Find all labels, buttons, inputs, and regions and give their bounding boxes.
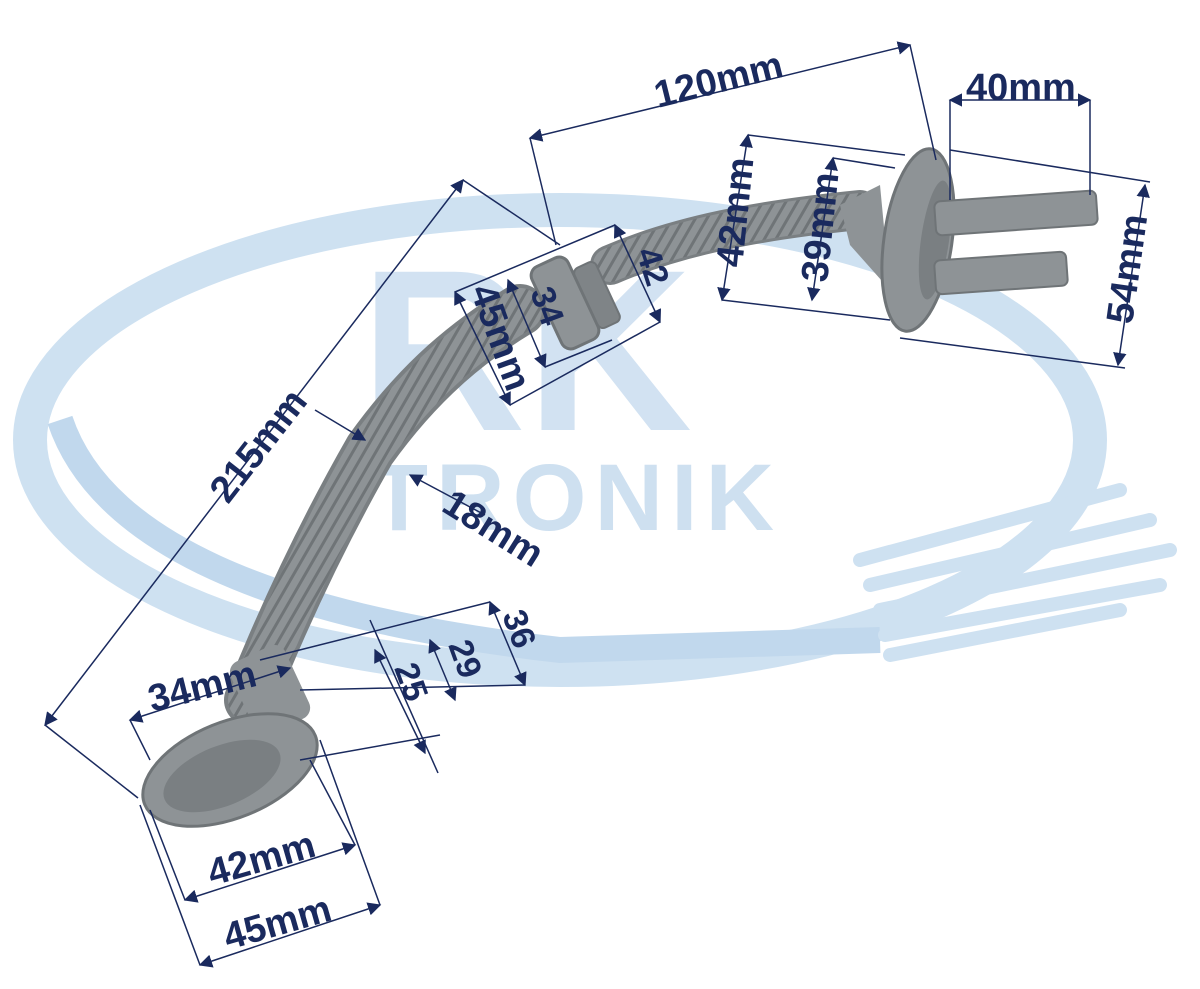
watermark-wire-strands [853,483,1177,662]
label-42mm-top: 42mm [709,155,762,269]
label-40mm: 40mm [966,67,1076,109]
dimension-lines [44,41,1151,968]
outlet-pipes [933,189,1099,296]
label-45mm-bottom: 45mm [219,888,336,959]
label-215mm: 215mm [202,381,316,510]
top-flange [840,147,956,333]
middle-flange [529,255,621,351]
label-42mm-bottom: 42mm [203,824,320,895]
label-54mm: 54mm [1099,212,1156,327]
label-39mm-top: 39mm [794,170,847,284]
watermark-small-text: TRONIK [370,445,782,551]
label-120mm: 120mm [650,44,787,116]
